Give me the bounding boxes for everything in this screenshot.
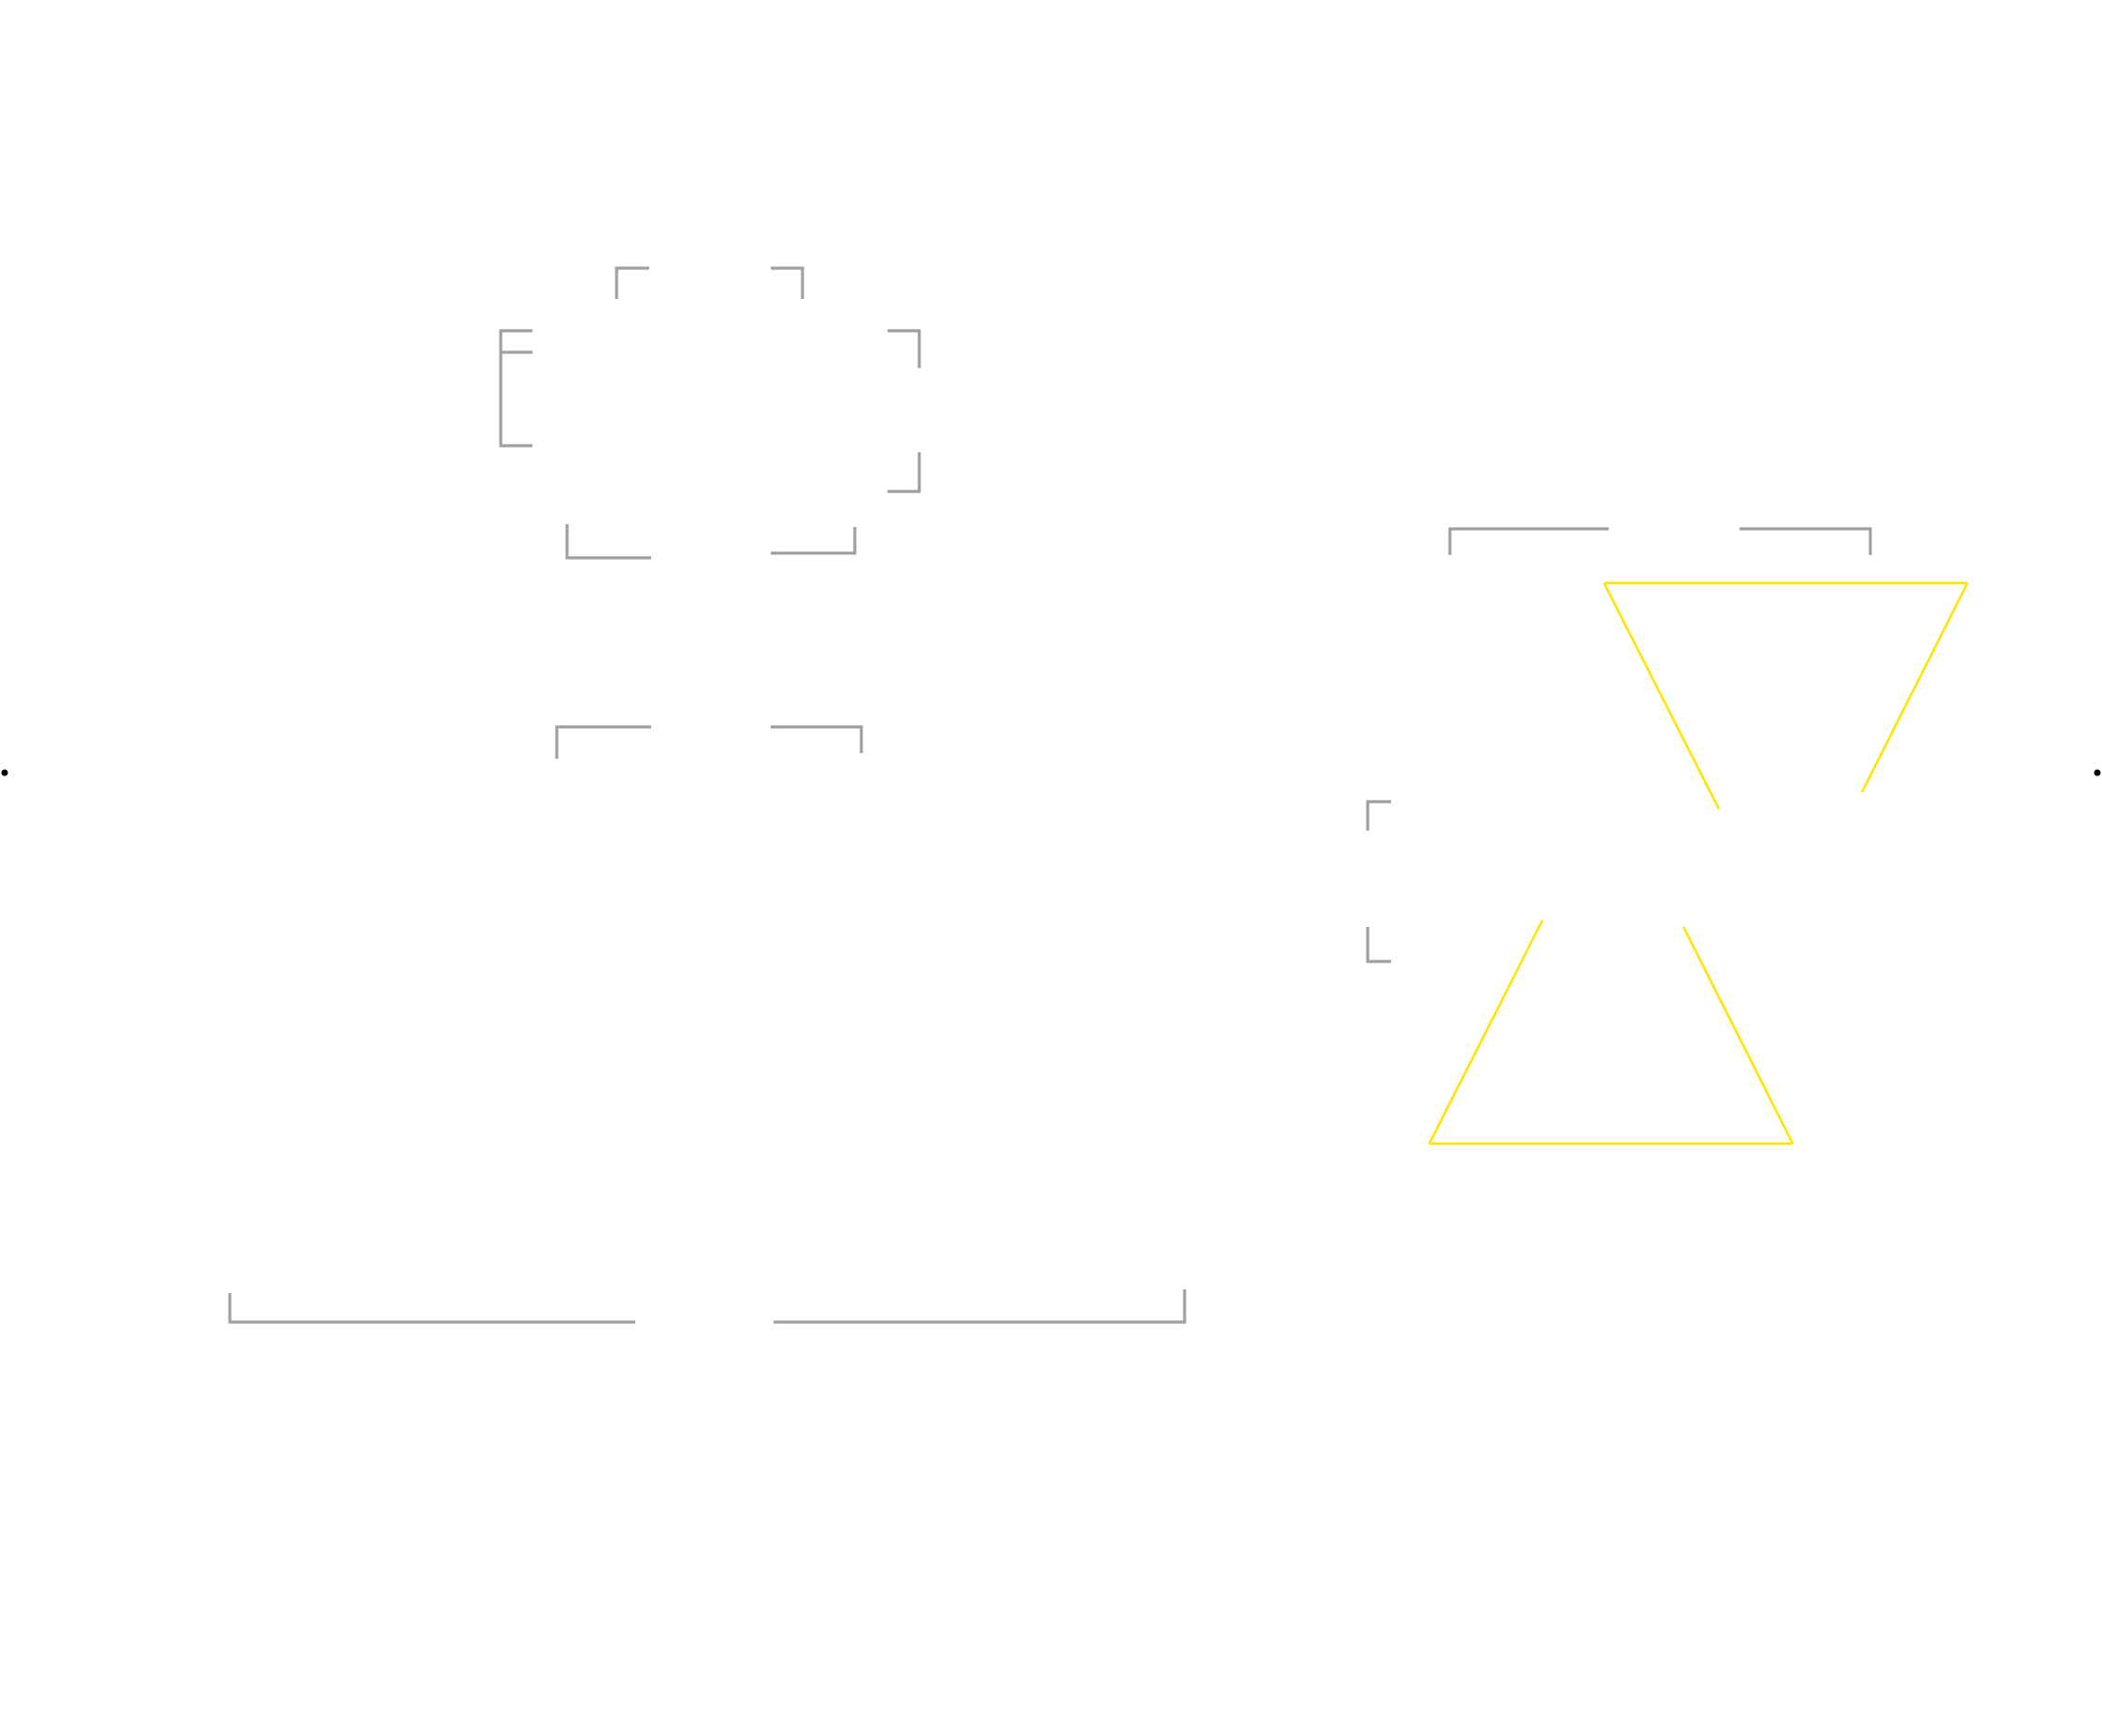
bracket-long-bottom-left [228, 1293, 635, 1324]
lower-triangle-left-edge [1427, 919, 1544, 1145]
bracket-right-top-right [1740, 527, 1872, 555]
bracket-right-upper [888, 329, 921, 368]
bracket-top-left-small [615, 266, 649, 299]
bracket-middle-right [771, 725, 863, 753]
bracket-bottom-right [771, 527, 857, 555]
bracket-bottom-left [565, 524, 651, 560]
bracket-right-small-upper [1366, 800, 1391, 831]
bracket-middle-left [555, 725, 651, 759]
left-bottom-bracket-pair [228, 1289, 1186, 1324]
bracket-top-right-small [771, 266, 804, 299]
left-edge-dot [1, 769, 8, 776]
left-upper-bracket-cluster [499, 266, 921, 560]
bracket-right-top-left [1448, 527, 1609, 555]
yellow-hourglass [1427, 581, 1969, 1145]
bracket-right-lower [888, 452, 921, 493]
upper-triangle-right-edge [1860, 582, 1969, 793]
bracket-right-small-lower [1366, 927, 1391, 963]
right-edge-dot [2094, 769, 2101, 776]
upper-triangle-left-edge [1602, 582, 1721, 810]
bracket-long-bottom-right [774, 1289, 1186, 1324]
lower-triangle-right-edge [1682, 926, 1795, 1145]
right-bracket-cluster [1366, 527, 1872, 963]
bracket-left-tall [499, 329, 533, 448]
left-middle-bracket-pair [555, 725, 863, 759]
